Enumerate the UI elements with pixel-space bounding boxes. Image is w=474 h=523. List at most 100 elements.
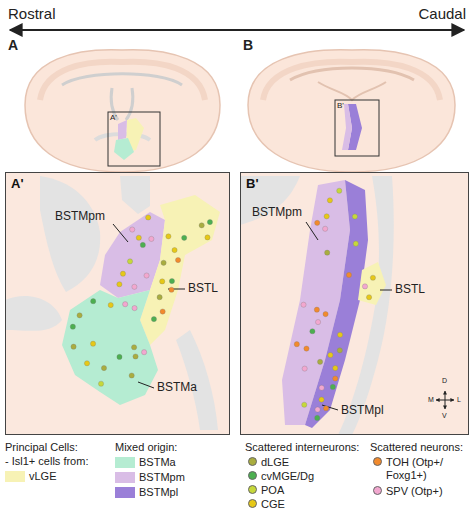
- cell-dot: [160, 309, 165, 314]
- legend-entry: SPV (Otp+): [373, 485, 443, 498]
- panel-ground: [240, 172, 469, 435]
- cell-dot: [123, 302, 128, 307]
- legend-entry: dLGE: [248, 456, 289, 469]
- cell-dot: [314, 307, 319, 312]
- cell-dot: [133, 354, 138, 359]
- region-label: BSTL: [395, 283, 425, 296]
- cell-dot: [91, 299, 96, 304]
- brain-section-b: [248, 50, 455, 172]
- legend-dot: [248, 471, 257, 480]
- cell-dot: [120, 271, 125, 276]
- cell-dot: [146, 215, 151, 220]
- cell-dot: [319, 385, 324, 390]
- cell-dot: [370, 275, 375, 280]
- cell-dot: [323, 311, 328, 316]
- legend-dot: [248, 457, 257, 466]
- cell-dot: [127, 259, 132, 264]
- cell-dot: [166, 234, 171, 239]
- cell-dot: [324, 214, 329, 219]
- legend-entry: BSTMpm: [115, 471, 185, 484]
- cell-dot: [323, 226, 328, 231]
- cell-dot: [175, 257, 180, 262]
- legend-swatch: [115, 487, 135, 498]
- panel-letter: B': [241, 173, 263, 194]
- legend-text: BSTMa: [139, 456, 176, 469]
- region-label: BSTMpm: [55, 210, 105, 223]
- panel-letter: A': [6, 173, 28, 194]
- cell-dot: [136, 235, 141, 240]
- legend-text: vLGE: [29, 470, 57, 483]
- compass-letter: V: [442, 412, 447, 420]
- cell-dot: [132, 306, 137, 311]
- cell-dot: [130, 227, 135, 232]
- cell-dot: [315, 415, 320, 420]
- cell-dot: [144, 273, 149, 278]
- cell-dot: [142, 350, 147, 355]
- cell-dot: [333, 365, 338, 370]
- compass-letter: L: [457, 396, 461, 404]
- legend-text: TOH (Otp+/ Foxg1+): [386, 456, 474, 481]
- cell-dot: [327, 198, 332, 203]
- legend-heading: Scattered neurons:: [370, 441, 463, 453]
- legend-entry: vLGE: [5, 470, 57, 483]
- cell-dot: [149, 236, 154, 241]
- cell-dot: [333, 376, 338, 381]
- cell-dot: [90, 341, 95, 346]
- region-label: BSTMa: [157, 381, 197, 394]
- cell-dot: [301, 302, 306, 307]
- cell-dot: [352, 214, 357, 219]
- axis-label: Caudal: [418, 6, 466, 23]
- cell-dot: [337, 188, 342, 193]
- cell-dot: [323, 406, 328, 411]
- cell-dot: [315, 220, 320, 225]
- zoom-panel: A': [5, 172, 230, 435]
- cell-dot: [353, 241, 358, 246]
- legend-entry: BSTMpl: [115, 486, 178, 499]
- cell-dot: [205, 235, 210, 240]
- legend-text: BSTMpm: [139, 471, 185, 484]
- panel-letter: A: [8, 38, 18, 53]
- legend-text: cvMGE/Dg: [261, 470, 314, 483]
- legend-swatch: [115, 457, 135, 468]
- legend-text: CGE: [261, 498, 285, 511]
- region-label: BSTMpm: [252, 206, 302, 219]
- cell-dot: [129, 373, 134, 378]
- legend-heading: - Isl1+ cells from:: [5, 455, 88, 467]
- cell-dot: [98, 381, 103, 386]
- cell-dot: [325, 250, 330, 255]
- region-label: BSTMpl: [341, 404, 384, 417]
- axis-arrow: [10, 29, 464, 31]
- legend-dot: [248, 499, 257, 508]
- inset-label: B': [337, 102, 344, 111]
- orientation-compass: [436, 391, 454, 409]
- zoom-b-structures: [240, 176, 394, 435]
- cell-dot: [328, 352, 333, 357]
- cell-dot: [310, 329, 315, 334]
- cell-dot: [346, 272, 351, 277]
- cell-dot: [337, 348, 342, 353]
- cell-dot: [84, 361, 89, 366]
- cell-dot: [169, 287, 174, 292]
- cell-dot: [161, 260, 166, 265]
- panel-ground: [5, 172, 230, 435]
- legend-swatch: [5, 471, 25, 482]
- cell-dot: [140, 242, 145, 247]
- zoom-a-structures: [5, 176, 220, 430]
- cell-dot: [117, 282, 122, 287]
- legend-entry: CGE: [248, 498, 285, 511]
- cell-dot: [207, 219, 212, 224]
- legend-entry: TOH (Otp+/ Foxg1+): [373, 456, 474, 481]
- legend-text: SPV (Otp+): [386, 485, 443, 498]
- region-label: BSTL: [188, 282, 218, 295]
- compass-letter: D: [442, 377, 447, 385]
- cell-dot: [317, 359, 322, 364]
- cell-dot: [182, 235, 187, 240]
- cell-dot: [160, 279, 165, 284]
- cell-dot: [199, 223, 204, 228]
- legend-dot: [373, 457, 382, 466]
- brain-section-a: [25, 50, 220, 172]
- cell-dot: [131, 345, 136, 350]
- cell-dot: [330, 384, 335, 389]
- cell-dot: [169, 278, 174, 283]
- cell-dot: [71, 344, 76, 349]
